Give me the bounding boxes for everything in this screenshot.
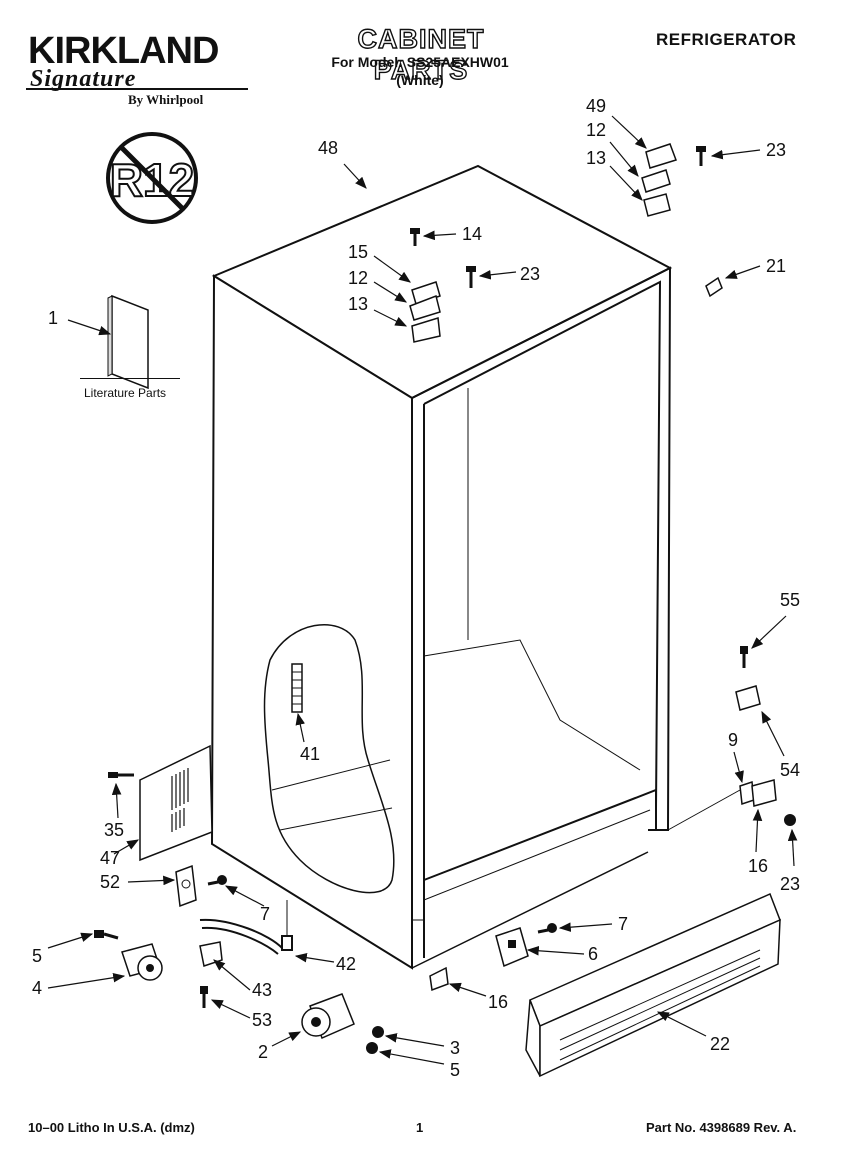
callout-13-center: 13 xyxy=(348,294,368,314)
callout-23-right: 23 xyxy=(780,874,800,894)
callout-43: 43 xyxy=(252,980,272,1000)
literature-booklet-icon xyxy=(80,294,180,390)
no-r12-icon: R12 xyxy=(106,132,198,224)
callout-16-right: 16 xyxy=(748,856,768,876)
screw-part-23-right xyxy=(784,814,796,826)
callout-35: 35 xyxy=(104,820,124,840)
footer-page-number: 1 xyxy=(416,1120,424,1135)
brand-maker: By Whirlpool xyxy=(128,92,204,107)
callout-9: 9 xyxy=(728,730,738,750)
callout-41: 41 xyxy=(300,744,320,764)
callout-21: 21 xyxy=(766,256,786,276)
callout-15: 15 xyxy=(348,242,368,262)
callout-54: 54 xyxy=(780,760,800,780)
leveler-part-16-lower xyxy=(429,966,449,992)
roller-part-4 xyxy=(121,943,163,981)
access-plate-part-47 xyxy=(139,744,213,862)
brand-divider xyxy=(26,88,248,90)
callout-5-right: 5 xyxy=(450,1060,460,1080)
screw-part-35 xyxy=(108,772,134,778)
callout-13-top: 13 xyxy=(586,148,606,168)
clip-part-43 xyxy=(199,941,223,967)
brand-logo-signature: Signature xyxy=(30,66,137,92)
callout-1: 1 xyxy=(48,308,58,328)
callout-16-lower: 16 xyxy=(488,992,508,1012)
callout-12-top: 12 xyxy=(586,120,606,140)
roller-part-2 xyxy=(301,993,355,1040)
bracket-part-6 xyxy=(495,927,529,968)
literature-parts-label: Literature Parts xyxy=(84,386,167,400)
callout-labels: 1 48 49 12 13 23 14 15 12 13 23 21 55 54… xyxy=(32,96,800,1080)
screw-part-14 xyxy=(410,228,420,246)
screw-part-23-center xyxy=(466,266,476,288)
bracket-part-52 xyxy=(175,864,197,908)
callout-48: 48 xyxy=(318,138,338,158)
screw-part-53 xyxy=(200,986,208,1008)
callout-42: 42 xyxy=(336,954,356,974)
toe-grille-part-22 xyxy=(525,892,781,1078)
callout-12-center: 12 xyxy=(348,268,368,288)
callout-14: 14 xyxy=(462,224,482,244)
hinge-part-12-center xyxy=(409,294,441,321)
brand-logo-kirkland: KIRKLAND xyxy=(28,30,219,72)
callout-7-right: 7 xyxy=(618,914,628,934)
callout-23-top: 23 xyxy=(766,140,786,160)
footer-litho: 10–00 Litho In U.S.A. (dmz) xyxy=(28,1120,195,1135)
callout-2: 2 xyxy=(258,1042,268,1062)
callout-23-center: 23 xyxy=(520,264,540,284)
hinge-part-13-right xyxy=(643,193,671,217)
hinge-cover-part-15 xyxy=(411,281,441,305)
footer-part-number: Part No. 4398689 Rev. A. xyxy=(646,1120,797,1135)
model-number: For Model: SS25AEXHW01 xyxy=(331,54,509,70)
drain-hose-part-41 xyxy=(291,663,303,713)
callout-53: 53 xyxy=(252,1010,272,1030)
callout-3: 3 xyxy=(450,1038,460,1058)
callout-4: 4 xyxy=(32,978,42,998)
callout-49: 49 xyxy=(586,96,606,116)
callout-5-left: 5 xyxy=(32,946,42,966)
hinge-part-12-right xyxy=(641,169,671,193)
screw-part-7-left xyxy=(207,875,227,886)
tube-part-42 xyxy=(199,900,293,955)
leveler-part-16-right xyxy=(751,779,777,807)
model-color: (White) xyxy=(396,72,444,88)
hinge-cover-part-49 xyxy=(645,143,677,169)
leader-lines xyxy=(47,115,798,1065)
page-title: CABINET PARTS xyxy=(357,23,485,85)
callout-52: 52 xyxy=(100,872,120,892)
hinge-pin-part-21 xyxy=(705,276,723,298)
product-category: REFRIGERATOR xyxy=(656,30,797,49)
callout-47: 47 xyxy=(100,848,120,868)
callout-6: 6 xyxy=(588,944,598,964)
screw-part-55 xyxy=(740,646,748,668)
screw-part-5-left xyxy=(94,930,119,940)
screw-part-23-top xyxy=(696,146,706,166)
callout-55: 55 xyxy=(780,590,800,610)
nut-part-3 xyxy=(372,1026,384,1038)
callout-7-left: 7 xyxy=(260,904,270,924)
bracket-part-54 xyxy=(735,685,761,711)
screw-part-7-right xyxy=(537,923,557,934)
screw-part-5-right xyxy=(366,1042,378,1054)
hinge-part-13-center xyxy=(411,317,441,343)
callout-22: 22 xyxy=(710,1034,730,1054)
